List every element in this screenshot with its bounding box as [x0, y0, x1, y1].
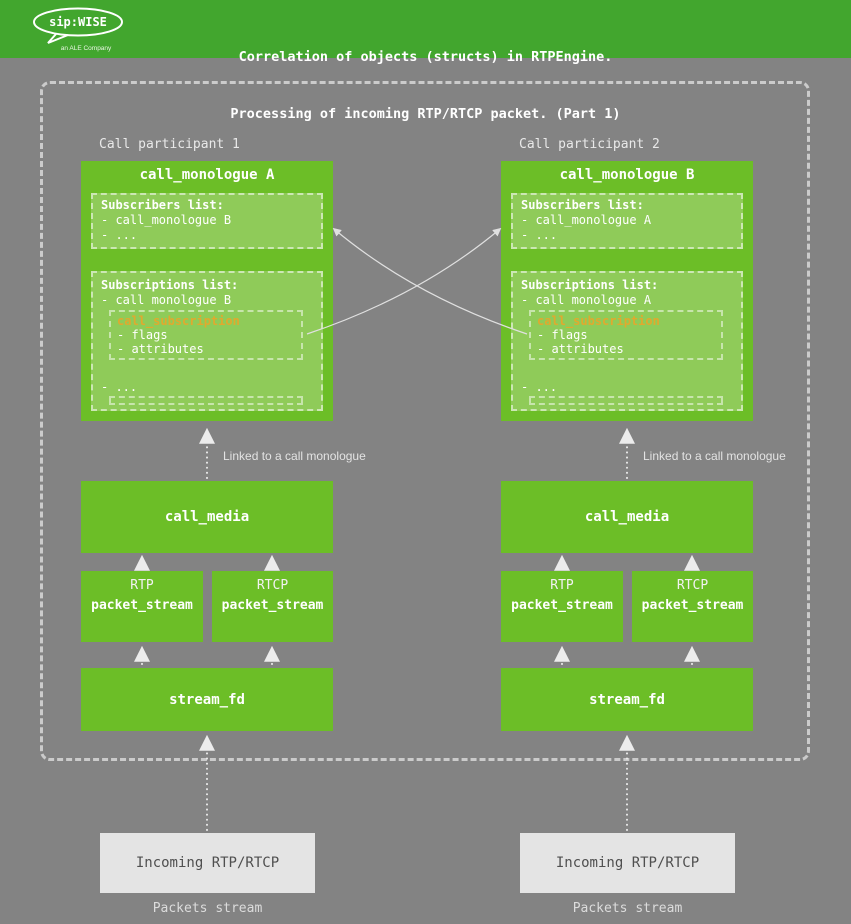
packet-stream-label: packet_stream	[511, 598, 613, 613]
subscriptions-item: - call monologue B	[101, 293, 232, 307]
call-media-label: call_media	[164, 509, 250, 525]
subscribers-item: - ...	[521, 228, 558, 242]
logo-cloud-outline	[33, 7, 123, 37]
subscribers-item: - call_monologue B	[101, 213, 232, 227]
call-media-box: call_media	[81, 481, 333, 553]
packet-stream-rtcp-box: RTCP packet_stream	[632, 571, 753, 642]
subscriptions-more: - ...	[521, 380, 558, 394]
subscribers-item: - call_monologue A	[521, 213, 652, 227]
call-subscription-title: call_subscription	[117, 314, 240, 328]
subscribers-title: Subscribers list:	[101, 198, 224, 212]
rtp-label: RTP	[550, 578, 574, 593]
logo-cloud-tail	[47, 33, 69, 44]
subscription-item: - attributes	[537, 342, 624, 356]
collapsed-subscription-box	[109, 396, 303, 405]
participant-label: Call participant 1	[99, 137, 240, 152]
subscriptions-title: Subscriptions list:	[101, 278, 239, 292]
packet-stream-label: packet_stream	[641, 598, 744, 613]
call-monologue-title: call_monologue B	[559, 167, 695, 183]
header-bar: sip:WISE an ALE Company Correlation of o…	[0, 0, 851, 122]
packet-stream-label: packet_stream	[91, 598, 193, 613]
stream-fd-box: stream_fd	[81, 668, 333, 731]
participant-1-column: Call participant 1 call_monologue A Subs…	[81, 0, 366, 924]
subscription-item: - attributes	[117, 342, 204, 356]
call-monologue-box: call_monologue A Subscribers list: - cal…	[81, 161, 333, 421]
call-media-box: call_media	[501, 481, 753, 553]
packet-stream-rtp-box: RTP packet_stream	[501, 571, 623, 642]
subscription-item: - flags	[537, 328, 588, 342]
subscribers-list-box: Subscribers list: - call_monologue A - .…	[511, 193, 743, 249]
packet-stream-rtp-box: RTP packet_stream	[81, 571, 203, 642]
subscription-item: - flags	[117, 328, 168, 342]
engine-scope-frame	[40, 81, 810, 761]
participant-2-column: Call participant 2 call_monologue B Subs…	[501, 0, 786, 924]
packet-stream-label: packet_stream	[221, 598, 324, 613]
incoming-packet-box: Incoming RTP/RTCP	[100, 833, 315, 893]
subscriptions-title: Subscriptions list:	[521, 278, 659, 292]
sipwise-logo: sip:WISE an ALE Company	[33, 7, 123, 52]
packet-stream-rtcp-box: RTCP packet_stream	[212, 571, 333, 642]
rtp-label: RTP	[130, 578, 154, 593]
linked-to-monologue-label: Linked to a call monologue	[223, 449, 366, 463]
subscribers-title: Subscribers list:	[521, 198, 644, 212]
rtcp-label: RTCP	[676, 578, 709, 593]
participant-label: Call participant 2	[519, 137, 660, 152]
subscriptions-list-box: Subscriptions list: - call monologue B c…	[91, 271, 323, 411]
call-monologue-title: call_monologue A	[139, 167, 275, 183]
page-title-line2: Processing of incoming RTP/RTCP packet. …	[230, 106, 621, 122]
collapsed-subscription-box	[529, 396, 723, 405]
stream-fd-box: stream_fd	[501, 668, 753, 731]
subscribers-item: - ...	[101, 228, 138, 242]
rtcp-label: RTCP	[256, 578, 289, 593]
call-monologue-box: call_monologue B Subscribers list: - cal…	[501, 161, 753, 421]
incoming-packet-label: Incoming RTP/RTCP	[135, 855, 280, 871]
page-title-line1: Correlation of objects (structs) in RTPE…	[238, 49, 613, 65]
page-title: Correlation of objects (structs) in RTPE…	[0, 10, 851, 162]
incoming-packet-label: Incoming RTP/RTCP	[555, 855, 700, 871]
call-media-label: call_media	[584, 509, 670, 525]
subscribers-list-box: Subscribers list: - call_monologue B - .…	[91, 193, 323, 249]
linked-to-monologue-label: Linked to a call monologue	[643, 449, 786, 463]
logo-subtext: an ALE Company	[61, 45, 112, 52]
subscriptions-item: - call monologue A	[521, 293, 652, 307]
subscriptions-more: - ...	[101, 380, 138, 394]
call-subscription-box: call_subscription - flags - attributes	[529, 310, 723, 360]
call-subscription-box: call_subscription - flags - attributes	[109, 310, 303, 360]
packets-stream-label: Packets stream	[152, 901, 263, 916]
incoming-packet-box: Incoming RTP/RTCP	[520, 833, 735, 893]
logo-text: sip:WISE	[49, 15, 107, 29]
stream-fd-label: stream_fd	[589, 691, 665, 708]
packets-stream-label: Packets stream	[572, 901, 683, 916]
call-subscription-title: call_subscription	[537, 314, 660, 328]
stream-fd-label: stream_fd	[169, 691, 245, 708]
subscriptions-list-box: Subscriptions list: - call monologue A c…	[511, 271, 743, 411]
